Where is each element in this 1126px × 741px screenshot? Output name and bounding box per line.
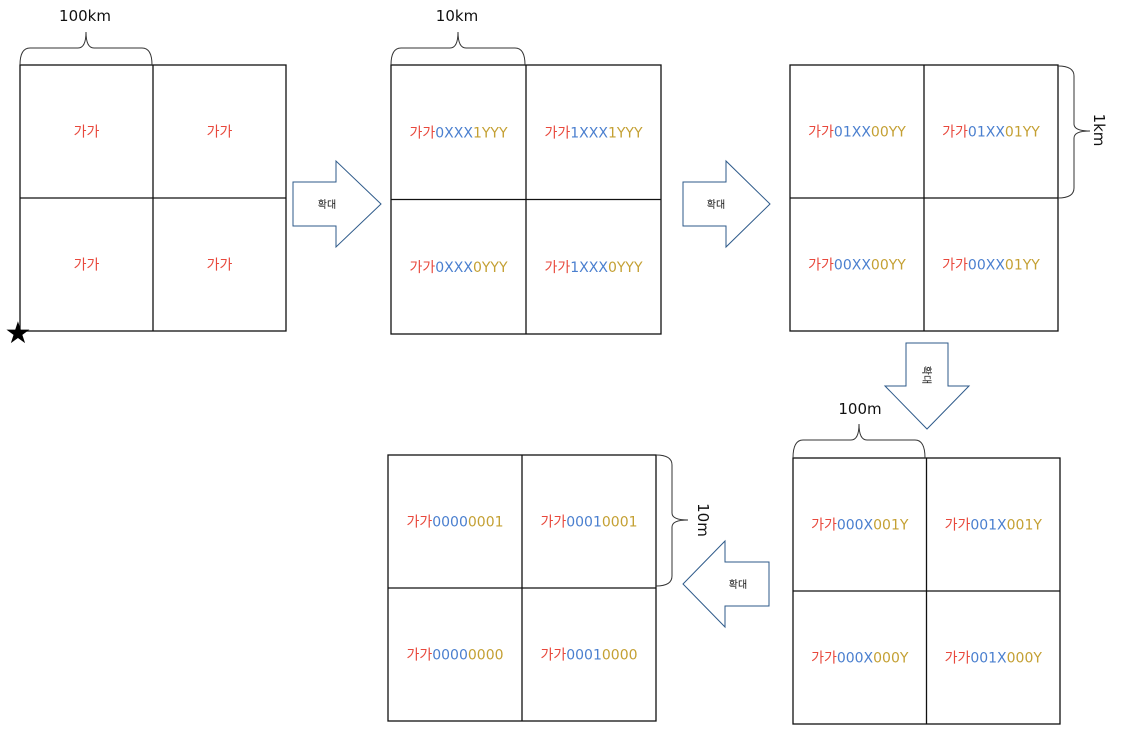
cell-code-prefix: 가가 [540, 515, 566, 531]
cell-code-x-part: 001X [970, 518, 1007, 534]
cell-code-prefix: 가가 [409, 260, 435, 276]
cell-code-y-part: 000Y [1007, 651, 1043, 667]
cell-code-y-part: 0001 [602, 515, 638, 531]
cell-code-y-part: 0001 [468, 515, 504, 531]
dimension-label-10km: 10km [436, 7, 478, 25]
cell-code-label: 가가0XXX0YYY [409, 260, 507, 276]
cell-code-prefix: 가가 [544, 125, 570, 141]
cell-code-x-part: 0001 [566, 648, 602, 664]
cell-code-y-part: 001Y [1007, 518, 1043, 534]
cell-code-x-part: 000X [837, 651, 874, 667]
cell-code-x-part: 0001 [566, 515, 602, 531]
cell-code-x-part: 1XXX [570, 125, 608, 141]
dimension-label-100m: 100m [838, 400, 881, 418]
cell-code-x-part: 001X [970, 651, 1007, 667]
cell-code-label: 가가 [207, 125, 233, 141]
cell-code-prefix: 가가 [406, 515, 432, 531]
cell-code-prefix: 가가 [207, 125, 233, 141]
cell-code-prefix: 가가 [406, 648, 432, 664]
cell-code-label: 가가001X001Y [945, 518, 1043, 534]
expand-arrow-label: 확대 [707, 199, 725, 211]
cell-code-label: 가가 [74, 258, 100, 274]
expand-arrow-label: 확대 [729, 579, 747, 591]
brace-top-grid2 [390, 31, 526, 66]
expand-arrow-right-2: 확대 [682, 159, 771, 249]
cell-code-y-part: 0YYY [473, 260, 508, 276]
cell-code-y-part: 01YY [1005, 125, 1040, 141]
brace-top-grid4 [792, 423, 926, 459]
cell-code-label: 가가000X000Y [811, 651, 909, 667]
cell-code-y-part: 0YYY [608, 260, 643, 276]
cell-code-label: 가가01XX01YY [942, 125, 1040, 141]
cell-code-prefix: 가가 [942, 125, 968, 141]
cell-code-y-part: 000Y [873, 651, 909, 667]
cell-code-prefix: 가가 [544, 260, 570, 276]
cell-code-label: 가가1XXX0YYY [544, 260, 642, 276]
expand-arrow-label: 확대 [318, 199, 336, 211]
cell-code-prefix: 가가 [409, 125, 435, 141]
brace-right-grid5 [655, 454, 689, 587]
expand-arrow-label: 확대 [920, 366, 932, 384]
cell-code-prefix: 가가 [540, 648, 566, 664]
cell-code-label: 가가00XX00YY [808, 258, 906, 274]
cell-code-y-part: 0000 [602, 648, 638, 664]
cell-code-label: 가가01XX00YY [808, 125, 906, 141]
expand-arrow-down: 확대 [883, 342, 971, 430]
cell-code-label: 가가00000000 [406, 648, 503, 664]
origin-star-icon: ★ [5, 316, 32, 351]
cell-code-prefix: 가가 [811, 518, 837, 534]
cell-code-prefix: 가가 [808, 258, 834, 274]
cell-code-x-part: 00XX [834, 258, 871, 274]
cell-code-label: 가가000X001Y [811, 518, 909, 534]
cell-code-prefix: 가가 [808, 125, 834, 141]
cell-code-x-part: 000X [837, 518, 874, 534]
cell-code-y-part: 0000 [468, 648, 504, 664]
cell-code-label: 가가00010001 [540, 515, 637, 531]
cell-code-x-part: 0XXX [435, 260, 473, 276]
cell-code-label: 가가001X000Y [945, 651, 1043, 667]
cell-code-y-part: 1YYY [473, 125, 508, 141]
cell-code-x-part: 0000 [432, 515, 468, 531]
cell-code-y-part: 1YYY [608, 125, 643, 141]
cell-code-prefix: 가가 [945, 518, 971, 534]
dimension-label-100km: 100km [59, 7, 111, 25]
cell-code-prefix: 가가 [811, 651, 837, 667]
cell-code-label: 가가00000001 [406, 515, 503, 531]
cell-code-x-part: 00XX [968, 258, 1005, 274]
cell-code-y-part: 00YY [871, 258, 906, 274]
cell-code-prefix: 가가 [945, 651, 971, 667]
cell-code-label: 가가 [207, 258, 233, 274]
cell-code-prefix: 가가 [74, 258, 100, 274]
brace-right-grid3 [1057, 65, 1091, 199]
cell-code-label: 가가0XXX1YYY [409, 125, 507, 141]
cell-code-y-part: 001Y [873, 518, 909, 534]
cell-code-x-part: 0000 [432, 648, 468, 664]
cell-code-label: 가가00010000 [540, 648, 637, 664]
expand-arrow-left: 확대 [682, 539, 770, 629]
cell-code-x-part: 1XXX [570, 260, 608, 276]
brace-top-grid1 [19, 31, 153, 66]
cell-code-x-part: 01XX [834, 125, 871, 141]
cell-code-prefix: 가가 [942, 258, 968, 274]
cell-code-x-part: 01XX [968, 125, 1005, 141]
cell-code-prefix: 가가 [207, 258, 233, 274]
expand-arrow-right-1: 확대 [292, 159, 382, 249]
dimension-label-10m: 10m [694, 503, 712, 537]
cell-code-prefix: 가가 [74, 125, 100, 141]
cell-code-y-part: 00YY [871, 125, 906, 141]
cell-code-y-part: 01YY [1005, 258, 1040, 274]
cell-code-label: 가가00XX01YY [942, 258, 1040, 274]
cell-code-label: 가가 [74, 125, 100, 141]
cell-code-label: 가가1XXX1YYY [544, 125, 642, 141]
cell-code-x-part: 0XXX [435, 125, 473, 141]
dimension-label-1km: 1km [1090, 114, 1108, 147]
